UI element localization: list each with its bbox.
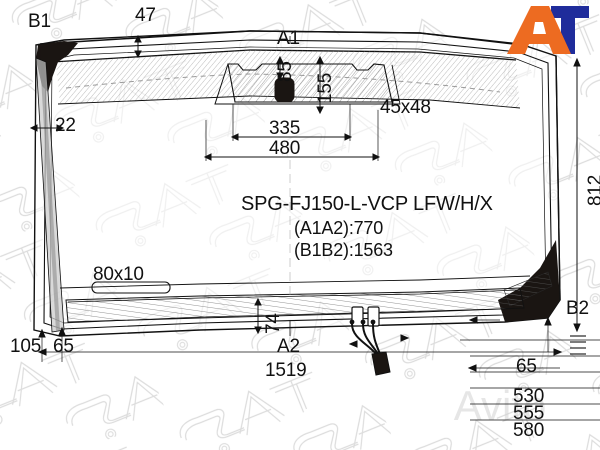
dimension-65-left: 65: [53, 336, 74, 357]
mirror-zone-left-slant: [214, 63, 392, 105]
bottom-right-reference-lines: [460, 339, 600, 421]
wire-3: [372, 323, 381, 355]
spec-a1a2: (A1A2):770: [294, 218, 384, 238]
dimension-530: 530: [513, 386, 545, 407]
avito-watermark: Avito: [454, 382, 547, 429]
logo-letter-t: [551, 6, 589, 54]
b2-tick-marks: [570, 335, 586, 355]
dimension-45x48: 45x48: [380, 97, 431, 118]
dimension-812: 812: [585, 174, 600, 206]
svg-text:Avito: Avito: [454, 382, 547, 429]
dimension-85: 85: [275, 61, 296, 82]
part-number: SPG-FJ150-L-VCP LFW/H/X: [241, 193, 493, 215]
logo-a-counter: [533, 22, 546, 34]
frit-corner-b1-inner: [40, 44, 72, 88]
corner-label-a2: A2: [277, 336, 300, 357]
corner-label-b2: B2: [566, 298, 589, 319]
mirror-button: [274, 77, 295, 103]
spec-b1b2: (B1B2):1563: [294, 240, 393, 260]
dimension-74: 74: [263, 313, 284, 334]
dimension-lines: [29, 34, 581, 372]
terminal-3: [370, 319, 376, 325]
dimension-65-right: 65: [516, 356, 537, 377]
dimension-155: 155: [315, 72, 336, 104]
dimension-80x10: 80x10: [93, 264, 144, 285]
ceramic-dashed-boundary: [65, 73, 501, 93]
dimension-335: 335: [269, 118, 301, 139]
bottom-band-reference-line: [59, 275, 531, 289]
terminal-2: [360, 319, 366, 325]
slot-80x10: [91, 281, 171, 294]
wire-2: [362, 323, 379, 355]
corner-label-a1: A1: [277, 28, 300, 49]
dimension-480: 480: [269, 138, 301, 159]
dimension-105: 105: [10, 336, 42, 357]
harness-connector: [371, 351, 391, 376]
dimension-1519: 1519: [265, 360, 307, 381]
dimension-47: 47: [135, 5, 156, 26]
mirror-bracket-zone: [227, 63, 393, 103]
wire-1: [351, 323, 377, 355]
dimension-580: 580: [513, 420, 545, 441]
bottom-band-top-edge: [67, 289, 519, 303]
at-logo: [505, 4, 597, 56]
right-edge-line: [555, 55, 561, 301]
bottom-frit-band: [65, 287, 525, 323]
top-edge-upper-line: [39, 30, 523, 46]
corner-label-b1: B1: [28, 11, 51, 32]
sensor-harness-assembly: [349, 306, 391, 376]
terminal-1: [349, 319, 355, 325]
dimension-555: 555: [513, 403, 545, 424]
sensor-pad-left: [351, 306, 364, 327]
rain-sensor-window: [360, 64, 401, 105]
dimension-22: 22: [55, 115, 76, 136]
